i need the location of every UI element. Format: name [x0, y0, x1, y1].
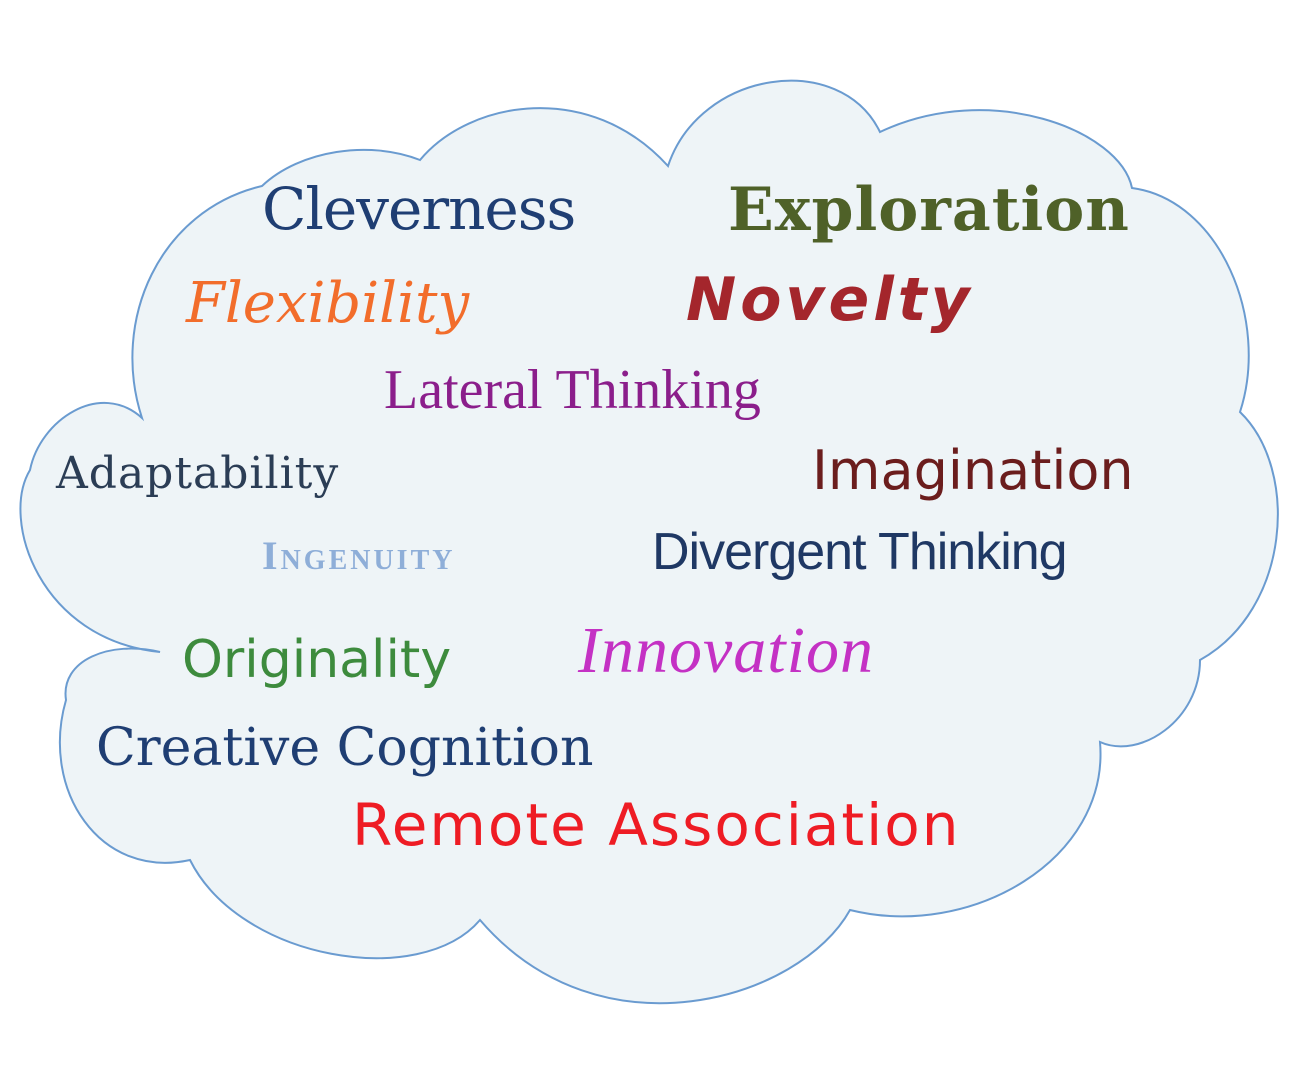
word-lateral-thinking: Lateral Thinking	[384, 359, 761, 421]
word-creative-cognition: Creative Cognition	[96, 718, 594, 778]
word-novelty: Novelty	[686, 265, 974, 335]
word-flexibility: Flexibility	[186, 271, 470, 336]
cloud-outline	[19, 79, 1279, 1005]
word-innovation: Innovation	[578, 614, 874, 687]
word-cleverness: Cleverness	[262, 175, 576, 243]
word-divergent-thinking: Divergent Thinking	[652, 523, 1068, 581]
word-originality: Originality	[182, 630, 452, 690]
word-remote-association: Remote Association	[352, 791, 961, 859]
word-imagination: Imagination	[812, 439, 1134, 502]
word-exploration: Exploration	[728, 175, 1130, 245]
word-ingenuity: Ingenuity	[262, 533, 456, 578]
word-adaptability: Adaptability	[56, 448, 340, 499]
